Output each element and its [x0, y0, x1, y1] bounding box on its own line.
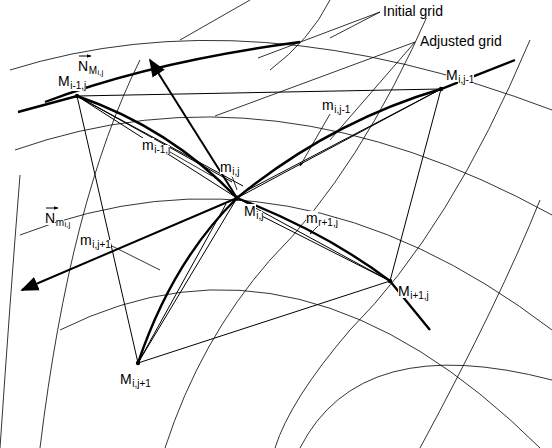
subscript: i,j+1 [92, 240, 111, 250]
point-label: M [446, 68, 458, 82]
subscript: M [89, 66, 97, 76]
subscript: i,j [256, 211, 263, 221]
triangle-edges [77, 89, 441, 363]
point-label: m [322, 98, 334, 112]
subscript: i+1,j [410, 291, 429, 301]
point-label: m [142, 138, 154, 152]
grid-note: Initial grid [383, 4, 443, 18]
grid-note: Adjusted grid [420, 34, 502, 48]
point-label: m [220, 160, 232, 174]
grid-points [75, 87, 443, 365]
subscript: i,j-1 [334, 105, 350, 115]
subscript: r+1,j [318, 218, 338, 228]
subscript: i,j [97, 69, 103, 77]
subscript: i,j+1 [132, 379, 151, 389]
subscript: m [56, 218, 64, 228]
normal-vectors [22, 56, 237, 290]
point-label: M [120, 372, 132, 386]
point-label: M [244, 204, 256, 218]
subscript: i-1,j [154, 145, 170, 155]
subscript: i-1,j [70, 81, 86, 91]
subscript: i,j [232, 167, 239, 177]
adjusted-grid-lines [18, 42, 515, 363]
point-label: m [80, 233, 92, 247]
point-label: M [58, 74, 70, 88]
vector-label: N [78, 59, 88, 73]
point-label: M [398, 284, 410, 298]
leader-lines [108, 12, 415, 270]
point-label: m [306, 211, 318, 225]
subscript: i,j-1 [458, 75, 474, 85]
vector-label: N [45, 211, 55, 225]
subscript: i,j [64, 221, 70, 229]
